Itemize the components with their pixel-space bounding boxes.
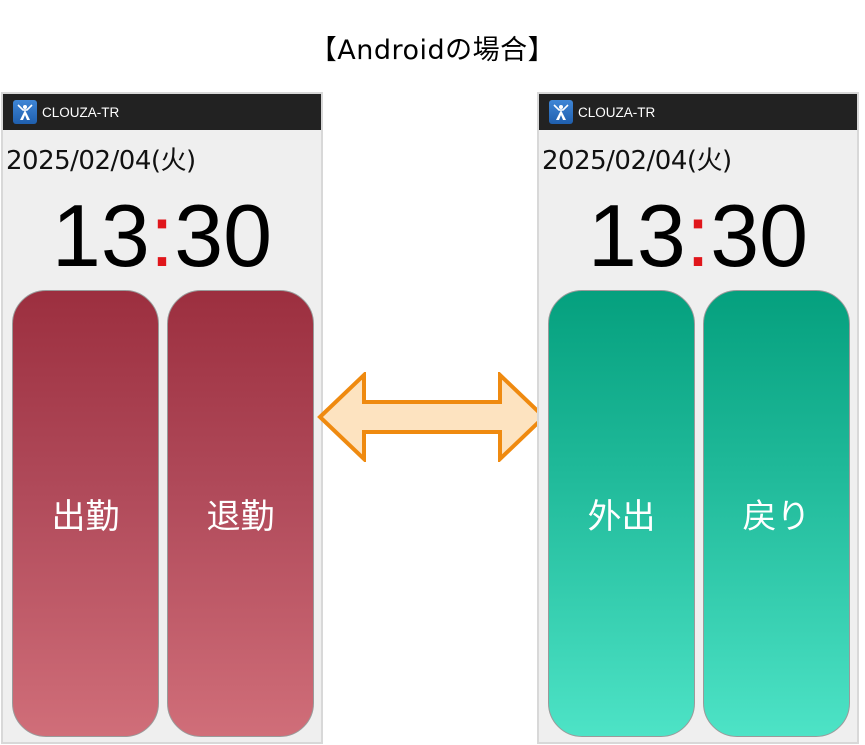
clock-minutes: 30 — [710, 186, 809, 285]
go-out-button[interactable]: 外出 — [548, 290, 695, 737]
caption-title: 【Androidの場合】 — [309, 35, 556, 66]
clock-hours: 13 — [587, 186, 686, 285]
phone-screen-left: CLOUZA-TR 2025/02/04(火) 13:30 出勤 退勤 — [1, 92, 323, 744]
clock-colon: : — [685, 186, 711, 285]
clouza-person-icon — [549, 100, 573, 124]
clock-hours: 13 — [51, 186, 150, 285]
phone-screen-right: CLOUZA-TR 2025/02/04(火) 13:30 外出 戻り — [537, 92, 859, 744]
clock-colon: : — [149, 186, 175, 285]
app-bar: CLOUZA-TR — [3, 94, 321, 130]
clock-out-button[interactable]: 退勤 — [167, 290, 314, 737]
double-arrow-icon — [317, 372, 547, 462]
date-display: 2025/02/04(火) — [542, 146, 732, 176]
app-bar: CLOUZA-TR — [539, 94, 857, 130]
clock-display: 13:30 — [3, 192, 321, 280]
clock-minutes: 30 — [174, 186, 273, 285]
clock-display: 13:30 — [539, 192, 857, 280]
return-button[interactable]: 戻り — [703, 290, 850, 737]
clouza-person-icon — [13, 100, 37, 124]
app-title: CLOUZA-TR — [42, 104, 120, 120]
clock-in-button[interactable]: 出勤 — [12, 290, 159, 737]
date-display: 2025/02/04(火) — [6, 146, 196, 176]
app-title: CLOUZA-TR — [578, 104, 656, 120]
